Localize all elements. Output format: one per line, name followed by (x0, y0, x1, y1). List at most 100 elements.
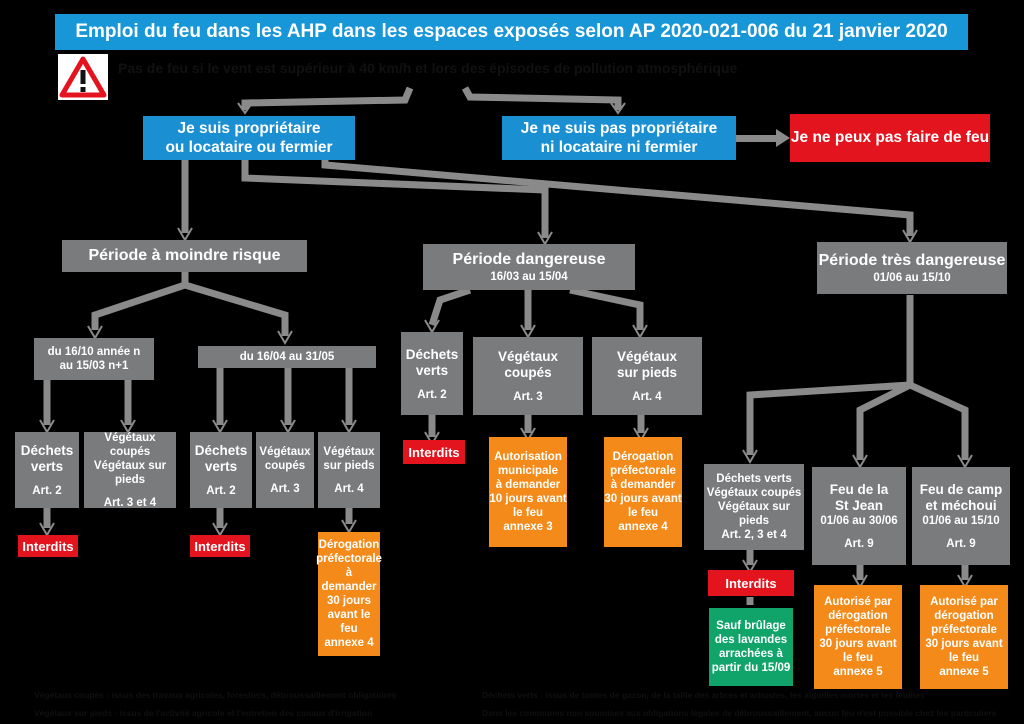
low-dechets2-art: Art. 2 (206, 485, 236, 497)
not-owner-line1: Je ne suis pas propriétaire (520, 120, 718, 137)
danger-vegp-l1: Végétaux (616, 349, 678, 364)
low-derog-l7: annexe 4 (324, 637, 374, 649)
low-vegp-art: Art. 4 (334, 483, 364, 495)
danger-vegp-l2: sur pieds (616, 365, 678, 380)
low-dechets1-l1: Déchets (20, 443, 74, 458)
very-interdits: Interdits (708, 570, 794, 596)
footnote-communes: Dans les communes non soumises aux oblig… (482, 708, 997, 718)
very-autor1-l3: préfectorale (825, 624, 891, 636)
very-dechets-l2: Végétaux coupés (706, 487, 802, 499)
low-derog-l4: demander (321, 581, 377, 593)
danger-autor-l2: municipale (497, 465, 559, 477)
very-feu-st-jean: Feu de la St Jean 01/06 au 30/06 Art. 9 (812, 467, 906, 565)
very-stjean-l1: Feu de la (829, 482, 889, 497)
very-dechets-vegetaux: Déchets verts Végétaux coupés Végétaux s… (704, 464, 804, 550)
danger-derogation: Dérogation préfectorale à demander 30 jo… (604, 437, 682, 547)
danger-autor-l1: Autorisation (494, 451, 562, 463)
danger-vegc-l2: coupés (504, 365, 552, 380)
low-dechets1-art: Art. 2 (32, 485, 62, 497)
low-derog-l1: Dérogation (318, 539, 380, 551)
danger-vegetaux-coupes: Végétaux coupés Art. 3 (473, 337, 583, 415)
danger-vegc-l1: Végétaux (497, 349, 559, 364)
page-title-text: Emploi du feu dans les AHP dans les espa… (75, 21, 948, 42)
very-sauf-lavandes: Sauf brûlage des lavandes arrachées à pa… (709, 608, 793, 686)
very-dechets-art: Art. 2, 3 et 4 (721, 529, 787, 541)
low-interdits1-text: Interdits (22, 538, 74, 554)
low-interdits-1: Interdits (18, 535, 78, 557)
low-vegp-l2: sur pieds (323, 460, 375, 472)
very-camp-dates: 01/06 au 15/10 (922, 515, 1000, 527)
danger-derog-l6: annexe 4 (618, 521, 668, 533)
footnote-vegetaux-coupes: Végétaux coupés : issus des travaux agri… (34, 690, 397, 700)
period-very-dates: 01/06 au 15/10 (873, 272, 951, 284)
very-dechets-l1: Déchets verts (716, 473, 792, 485)
low-vegetaux-pieds: Végétaux sur pieds Art. 4 (318, 432, 380, 508)
low-dechets2-l1: Déchets (194, 443, 248, 458)
period-very-title: Période très dangereuse (818, 252, 1006, 269)
period-low-title: Période à moindre risque (88, 247, 281, 264)
very-autor2-l4: 30 jours avant (925, 638, 1003, 650)
very-camp-l1: Feu de camp (919, 482, 1003, 497)
very-camp-l2: et méchoui (925, 498, 997, 513)
danger-autorisation: Autorisation municipale à demander 10 jo… (489, 437, 567, 547)
low-p1-line1: du 16/10 année n (47, 346, 141, 358)
not-owner-box: Je ne suis pas propriétaire ni locataire… (502, 116, 736, 160)
very-sauf-l3: arrachées à (719, 648, 783, 660)
very-autor1-l5: le feu (842, 652, 874, 664)
owner-line1: Je suis propriétaire (177, 120, 321, 137)
very-autor1-l4: 30 jours avant (819, 638, 897, 650)
danger-dechets-art: Art. 2 (417, 388, 447, 401)
low-derogation: Dérogation préfectorale à demander 30 jo… (316, 532, 382, 656)
period-danger-title: Période dangereuse (452, 251, 606, 268)
low-p1-line2: au 15/03 n+1 (59, 360, 129, 372)
low-dechets1-l2: verts (30, 459, 64, 474)
low-subperiod-winter: du 16/10 année n au 15/03 n+1 (34, 338, 154, 380)
page-title: Emploi du feu dans les AHP dans les espa… (55, 14, 968, 50)
very-autor1-l1: Autorisé par (824, 596, 892, 608)
period-very-dangerous: Période très dangereuse 01/06 au 15/10 (817, 242, 1007, 294)
danger-dechets-verts: Déchets verts Art. 2 (401, 332, 463, 415)
very-sauf-l1: Sauf brûlage (716, 620, 786, 632)
danger-derog-l1: Dérogation (612, 451, 674, 463)
no-fire-text: Je ne peux pas faire de feu (790, 129, 990, 146)
low-vegc-l2: coupés (264, 460, 306, 472)
danger-autor-l3: à demander (495, 479, 561, 491)
low-p2-label: du 16/04 au 31/05 (239, 351, 335, 363)
footnote-dechets-verts: Déchets verts : issus de tontes de gazon… (482, 690, 925, 700)
very-stjean-l2: St Jean (834, 498, 884, 513)
low-derog-l5: 30 jours (326, 595, 372, 607)
danger-autor-l4: 10 jours avant (489, 493, 567, 505)
low-dechets-verts-2: Déchets verts Art. 2 (190, 432, 252, 508)
very-autor1-l2: dérogation (828, 610, 888, 622)
low-vegetaux-1: Végétaux coupés Végétaux sur pieds Art. … (84, 432, 176, 509)
low-dechets2-l2: verts (204, 459, 238, 474)
footnote-vegetaux-pieds: Végétaux sur pieds : issus de l'activité… (34, 708, 373, 718)
danger-autor-l5: le feu (512, 507, 544, 519)
very-autor2-l1: Autorisé par (930, 596, 998, 608)
danger-dechets-l1: Déchets (405, 346, 459, 362)
low-subperiod-spring: du 16/04 au 31/05 (198, 346, 376, 368)
warning-text: Pas de feu si le vent est supérieur à 40… (118, 60, 738, 76)
danger-derog-l5: le feu (627, 507, 659, 519)
low-interdits-2: Interdits (190, 535, 250, 557)
danger-vegc-art: Art. 3 (513, 391, 543, 403)
very-autor1-l6: annexe 5 (833, 666, 883, 678)
danger-derog-l3: à demander (610, 479, 676, 491)
low-derog-l6: avant le feu (327, 609, 371, 635)
period-dangerous: Période dangereuse 16/03 au 15/04 (423, 244, 635, 290)
low-dechets-verts-1: Déchets verts Art. 2 (15, 432, 79, 508)
very-dechets-l3: Végétaux sur pieds (717, 501, 791, 527)
very-feu-camp: Feu de camp et méchoui 01/06 au 15/10 Ar… (912, 467, 1010, 565)
low-veg1-art: Art. 3 et 4 (103, 497, 157, 509)
danger-interdits-text: Interdits (408, 444, 460, 460)
very-autorise-2: Autorisé par dérogation préfectorale 30 … (920, 585, 1008, 689)
danger-derog-l2: préfectorale (610, 465, 676, 477)
not-owner-line2: ni locataire ni fermier (540, 139, 698, 156)
danger-derog-l4: 30 jours avant (604, 493, 682, 505)
period-low-risk: Période à moindre risque (62, 240, 307, 272)
no-fire-box: Je ne peux pas faire de feu (790, 114, 990, 162)
owner-box: Je suis propriétaire ou locataire ou fer… (143, 116, 355, 160)
danger-vegetaux-pieds: Végétaux sur pieds Art. 4 (592, 337, 702, 415)
very-interdits-text: Interdits (725, 575, 777, 591)
